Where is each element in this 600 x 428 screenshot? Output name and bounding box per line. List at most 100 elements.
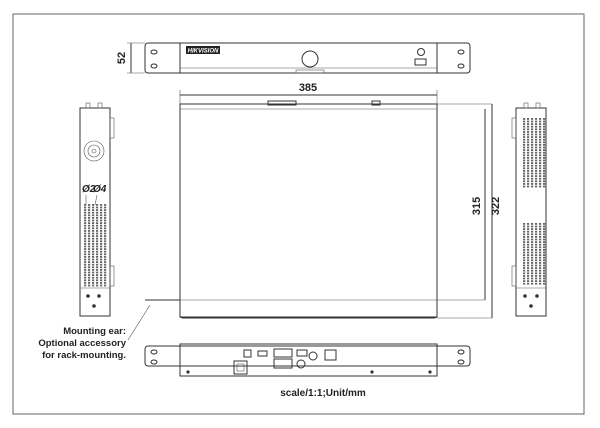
- vent-hole: [523, 162, 526, 164]
- vent-hole: [100, 253, 103, 256]
- vent-hole: [104, 214, 107, 217]
- vent-hole: [531, 118, 534, 120]
- vent-hole: [527, 164, 530, 167]
- vent-hole: [84, 235, 87, 237]
- hole-large-label: Ø4: [93, 184, 107, 195]
- depth-dimensions: 315 322: [471, 104, 502, 318]
- vent-hole: [104, 276, 107, 279]
- vent-hole: [96, 256, 99, 258]
- vent-hole: [92, 235, 95, 237]
- vent-hole: [535, 164, 538, 167]
- vent-hole: [531, 264, 534, 267]
- vent-hole: [535, 138, 538, 141]
- vent-hole: [84, 258, 87, 261]
- vent-hole: [539, 131, 542, 133]
- vent-hole: [92, 237, 95, 240]
- vent-hole: [539, 157, 542, 159]
- vent-hole: [531, 277, 534, 280]
- vent-hole: [88, 230, 91, 232]
- vent-hole: [539, 241, 542, 243]
- hole-small-label: Ø2: [82, 184, 96, 195]
- vent-hole: [100, 214, 103, 217]
- vent-hole: [523, 157, 526, 159]
- vent-hole: [92, 269, 95, 271]
- vent-hole: [531, 256, 534, 259]
- vent-hole: [84, 271, 87, 274]
- vent-hole: [100, 263, 103, 266]
- vent-hole: [527, 170, 530, 172]
- vent-hole: [527, 243, 530, 246]
- vent-hole: [84, 211, 87, 214]
- vent-hole: [543, 243, 546, 246]
- vent-hole: [531, 183, 534, 185]
- vent-hole: [527, 162, 530, 164]
- vent-hole: [535, 167, 538, 170]
- vent-hole: [531, 177, 534, 180]
- vent-hole: [539, 144, 542, 146]
- vent-hole: [84, 217, 87, 219]
- vent-hole: [88, 279, 91, 282]
- vent-hole: [104, 248, 107, 250]
- power-inlet-icon: [233, 360, 248, 375]
- vent-hole: [543, 269, 546, 272]
- vent-hole: [92, 284, 95, 287]
- vent-hole: [84, 248, 87, 250]
- vent-hole: [535, 282, 538, 285]
- vent-hole: [531, 272, 534, 275]
- mounting-ear-note: Mounting ear: Optional accessory for rac…: [38, 304, 151, 361]
- vent-hole: [92, 245, 95, 248]
- vent-hole: [92, 243, 95, 245]
- vent-hole: [84, 282, 87, 284]
- vent-hole: [92, 282, 95, 284]
- vent-hole: [539, 185, 542, 188]
- top-view: 385: [145, 82, 492, 319]
- vent-hole: [527, 262, 530, 264]
- vent-hole: [96, 209, 99, 211]
- vent-hole: [92, 248, 95, 250]
- vent-hole: [92, 217, 95, 219]
- top-rear-connector: [267, 100, 297, 106]
- vent-hole: [539, 183, 542, 185]
- vent-hole: [543, 267, 546, 269]
- vent-hole: [104, 222, 107, 224]
- vent-hole: [527, 254, 530, 256]
- vent-hole: [539, 162, 542, 164]
- vent-hole: [543, 133, 546, 136]
- audio-port-icon: [273, 358, 293, 369]
- rear-view: [144, 343, 471, 377]
- vent-hole: [88, 271, 91, 274]
- vent-hole: [535, 254, 538, 256]
- top-chassis: [179, 103, 438, 318]
- vent-hole: [531, 249, 534, 251]
- vent-hole: [96, 211, 99, 214]
- vent-hole: [88, 258, 91, 261]
- vent-hole: [539, 151, 542, 154]
- vent-hole: [88, 266, 91, 269]
- vent-hole: [104, 266, 107, 269]
- vent-hole: [523, 225, 526, 228]
- vent-hole: [527, 238, 530, 241]
- vent-hole: [96, 250, 99, 253]
- vent-hole: [539, 256, 542, 259]
- vent-hole: [100, 232, 103, 235]
- vent-hole: [531, 164, 534, 167]
- vent-hole: [100, 243, 103, 245]
- vent-hole: [104, 271, 107, 274]
- vent-hole: [523, 167, 526, 170]
- vent-hole: [100, 219, 103, 222]
- vent-hole: [523, 230, 526, 233]
- vent-hole: [88, 282, 91, 284]
- vent-hole: [527, 167, 530, 170]
- vent-hole: [543, 167, 546, 170]
- vent-hole: [527, 180, 530, 183]
- vent-hole: [88, 263, 91, 266]
- vent-hole: [527, 259, 530, 262]
- vent-hole: [543, 256, 546, 259]
- vent-hole: [96, 276, 99, 279]
- vent-hole: [531, 149, 534, 151]
- vent-hole: [100, 284, 103, 287]
- vent-hole: [543, 138, 546, 141]
- vent-hole: [84, 261, 87, 263]
- vent-hole: [535, 277, 538, 280]
